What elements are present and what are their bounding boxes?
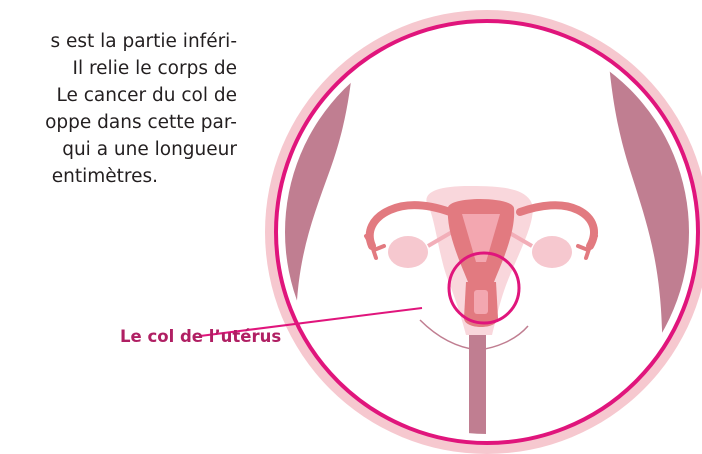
ovary-left	[388, 236, 428, 268]
cervix-label: Le col de l’utérus	[120, 327, 281, 346]
cervical-canal	[474, 290, 488, 314]
ovary-right	[532, 236, 572, 268]
